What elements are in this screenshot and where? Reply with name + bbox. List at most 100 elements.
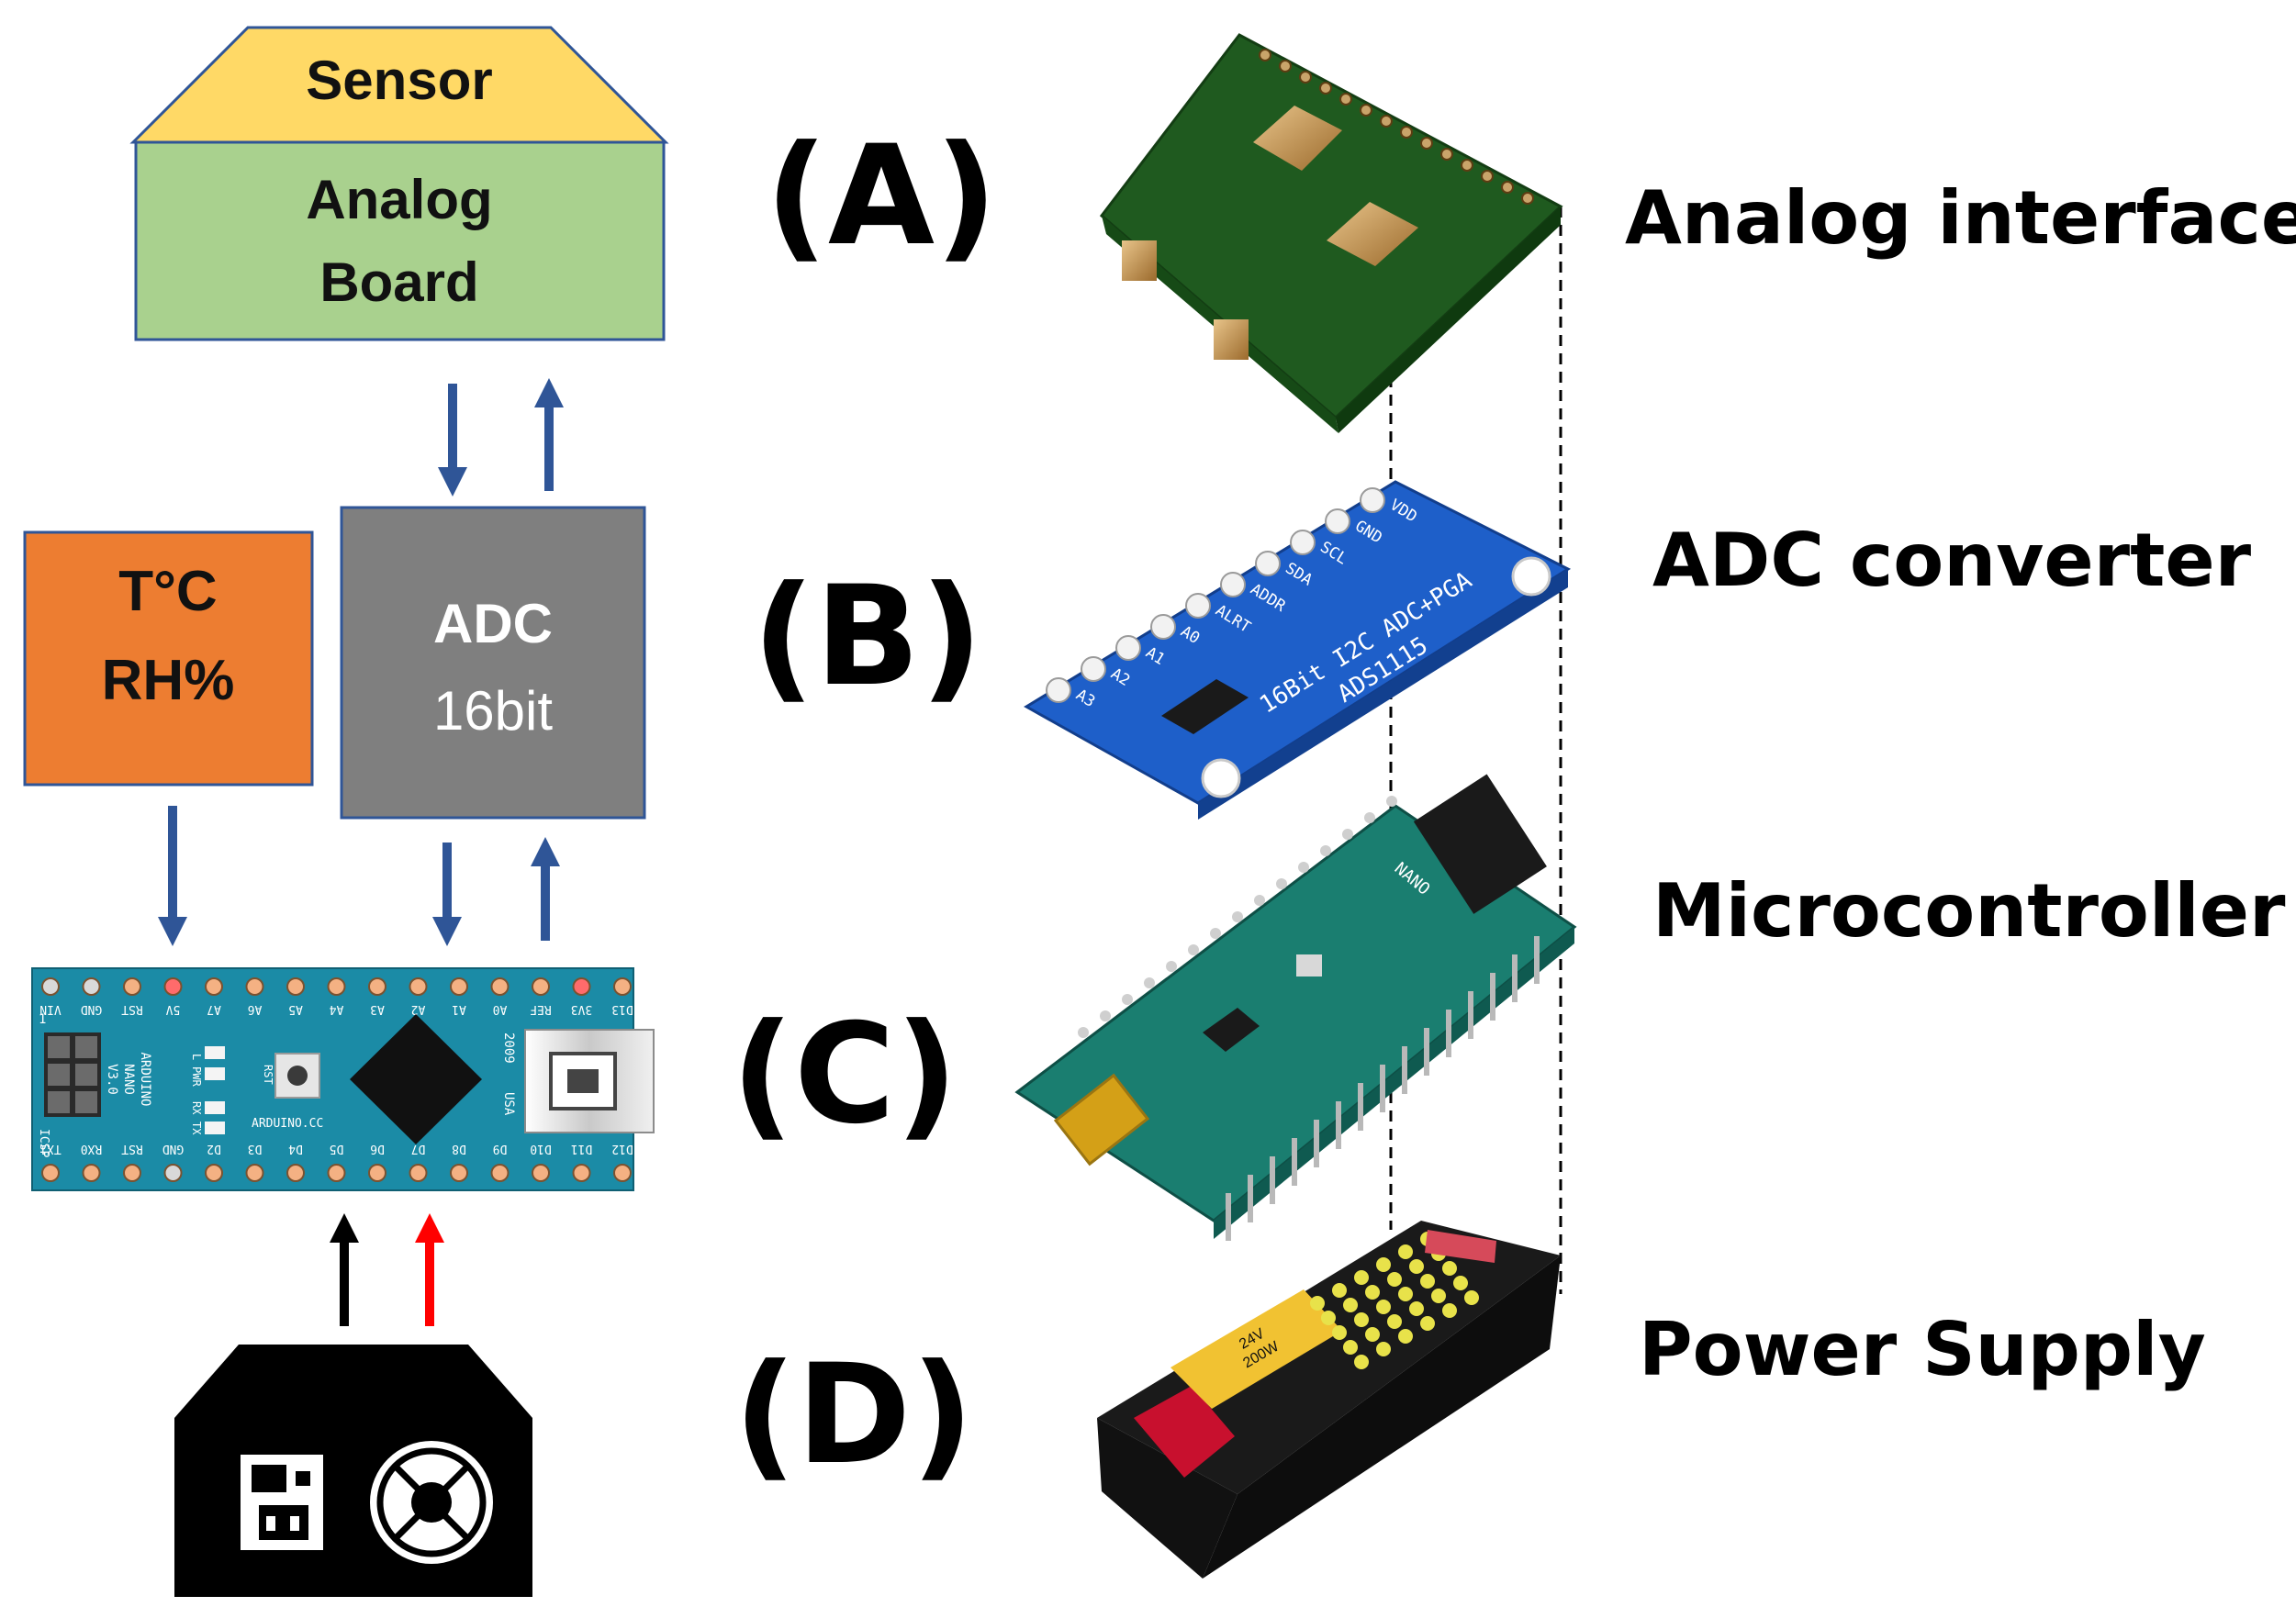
- vent-hole: [1376, 1342, 1391, 1356]
- reset-label: RST: [262, 1065, 274, 1085]
- nano-pin-label: D5: [330, 1142, 344, 1155]
- connector-a2: [1214, 319, 1249, 360]
- nano-photo-icsp: [1413, 774, 1547, 914]
- nano-pin-top: [572, 977, 591, 996]
- analog-board-label-line1: Analog: [306, 169, 492, 230]
- terminal-block: [1134, 1386, 1235, 1478]
- fan-icon: [370, 1441, 493, 1564]
- caption-power-supply: Power Supply: [1639, 1307, 2206, 1392]
- header-pad: [1386, 796, 1397, 807]
- vent-hole: [1431, 1289, 1446, 1303]
- header-pin: [1468, 991, 1473, 1039]
- nano-pin-label: 3V3: [571, 1002, 592, 1016]
- nano-pin-label: D6: [370, 1142, 385, 1155]
- pcb-hole: [1299, 71, 1312, 84]
- led-tx-label: TX: [190, 1122, 203, 1135]
- header-pin: [1226, 1193, 1231, 1241]
- header-pad: [1144, 977, 1155, 988]
- header-pad: [1254, 895, 1265, 906]
- header-pin: [1248, 1175, 1253, 1222]
- vent-hole: [1332, 1325, 1347, 1340]
- nano-pin-label: GND: [81, 1002, 103, 1016]
- nano-pin-bottom: [572, 1164, 591, 1182]
- label-d: (D): [734, 1335, 974, 1495]
- nano-pin-label: D4: [288, 1142, 303, 1155]
- silk-arduino: ARDUINO: [138, 1052, 152, 1106]
- header-pin: [1490, 973, 1495, 1021]
- vent-hole: [1365, 1327, 1380, 1342]
- nano-pin-label: A0: [493, 1002, 508, 1016]
- header-pad: [1276, 878, 1287, 889]
- pcb-hole: [1360, 104, 1372, 117]
- header-pad: [1298, 862, 1309, 873]
- led-rx: [205, 1101, 225, 1114]
- nano-pin-bottom: [613, 1164, 632, 1182]
- nano-pin-top: [41, 977, 60, 996]
- temp-rh-block: T°C RH%: [23, 530, 314, 787]
- nano-pin-top: [286, 977, 305, 996]
- adc-pin-hole: [1081, 656, 1106, 682]
- header-pin: [1512, 954, 1518, 1002]
- adc-bits-label: 16bit: [433, 680, 553, 742]
- nano-pin-top: [327, 977, 346, 996]
- vent-hole: [1354, 1355, 1369, 1369]
- reset-button-cap: [287, 1066, 308, 1086]
- vent-hole: [1343, 1298, 1358, 1312]
- nano-photo-mcu: [1203, 1008, 1260, 1052]
- header-pad: [1232, 911, 1243, 922]
- vent-hole: [1442, 1261, 1457, 1276]
- mcu-chip: [350, 1014, 482, 1144]
- icsp-header: ICSP 1: [37, 1012, 101, 1157]
- header-pin: [1358, 1083, 1363, 1131]
- caption-analog-interface: Analog interface: [1625, 175, 2296, 261]
- adc-pin-hole: [1290, 530, 1316, 555]
- adc-pin-hole: [1360, 487, 1385, 513]
- vent-hole: [1376, 1300, 1391, 1314]
- nano-pin-label: D9: [493, 1142, 508, 1155]
- header-pin: [1402, 1046, 1407, 1094]
- led-tx: [205, 1122, 225, 1134]
- nano-pin-bottom: [41, 1164, 60, 1182]
- vent-hole: [1398, 1329, 1413, 1344]
- adc-pin-hole: [1115, 635, 1141, 661]
- red-cap: [1425, 1230, 1496, 1263]
- temp-label: T°C: [118, 560, 217, 623]
- header-pad: [1210, 928, 1221, 939]
- nano-pin-bottom: [205, 1164, 223, 1182]
- adc-label: ADC: [433, 593, 553, 654]
- led-l: [205, 1046, 225, 1059]
- adc-pin-hole: [1046, 677, 1071, 703]
- led-pwr: [205, 1067, 225, 1080]
- nano-pin-label: RST: [121, 1002, 143, 1016]
- led-pwr-label: PWR: [190, 1066, 203, 1087]
- pcb-hole: [1319, 82, 1332, 95]
- vent-hole: [1354, 1312, 1369, 1327]
- pcb-hole: [1481, 170, 1494, 183]
- vent-hole: [1387, 1314, 1402, 1329]
- header-pin: [1314, 1120, 1319, 1167]
- sensor-chip-1: [1253, 106, 1342, 171]
- analog-interface-photo: [1099, 33, 1563, 433]
- vent-hole: [1420, 1274, 1435, 1289]
- nano-pin-top: [450, 977, 468, 996]
- nano-pin-label: D10: [530, 1142, 551, 1155]
- vent-hole: [1387, 1272, 1402, 1287]
- header-pad: [1166, 961, 1177, 972]
- nano-pin-bottom: [286, 1164, 305, 1182]
- header-pin: [1534, 936, 1540, 984]
- label-b: (B): [752, 557, 982, 717]
- vent-hole: [1420, 1316, 1435, 1331]
- vent-hole: [1398, 1244, 1413, 1259]
- nano-pin-bottom: [409, 1164, 428, 1182]
- caption-microcontroller: Microcontroller: [1652, 868, 2286, 954]
- sensor-block: Sensor: [129, 26, 669, 144]
- vent-hole: [1332, 1283, 1347, 1298]
- pin1-label: 1: [39, 1012, 46, 1027]
- analog-board-block: Analog Board: [134, 140, 666, 341]
- year-label: 2009: [501, 1032, 516, 1064]
- label-c: (C): [731, 995, 958, 1155]
- power-supply-photo: 24V 200W: [1097, 1221, 1561, 1579]
